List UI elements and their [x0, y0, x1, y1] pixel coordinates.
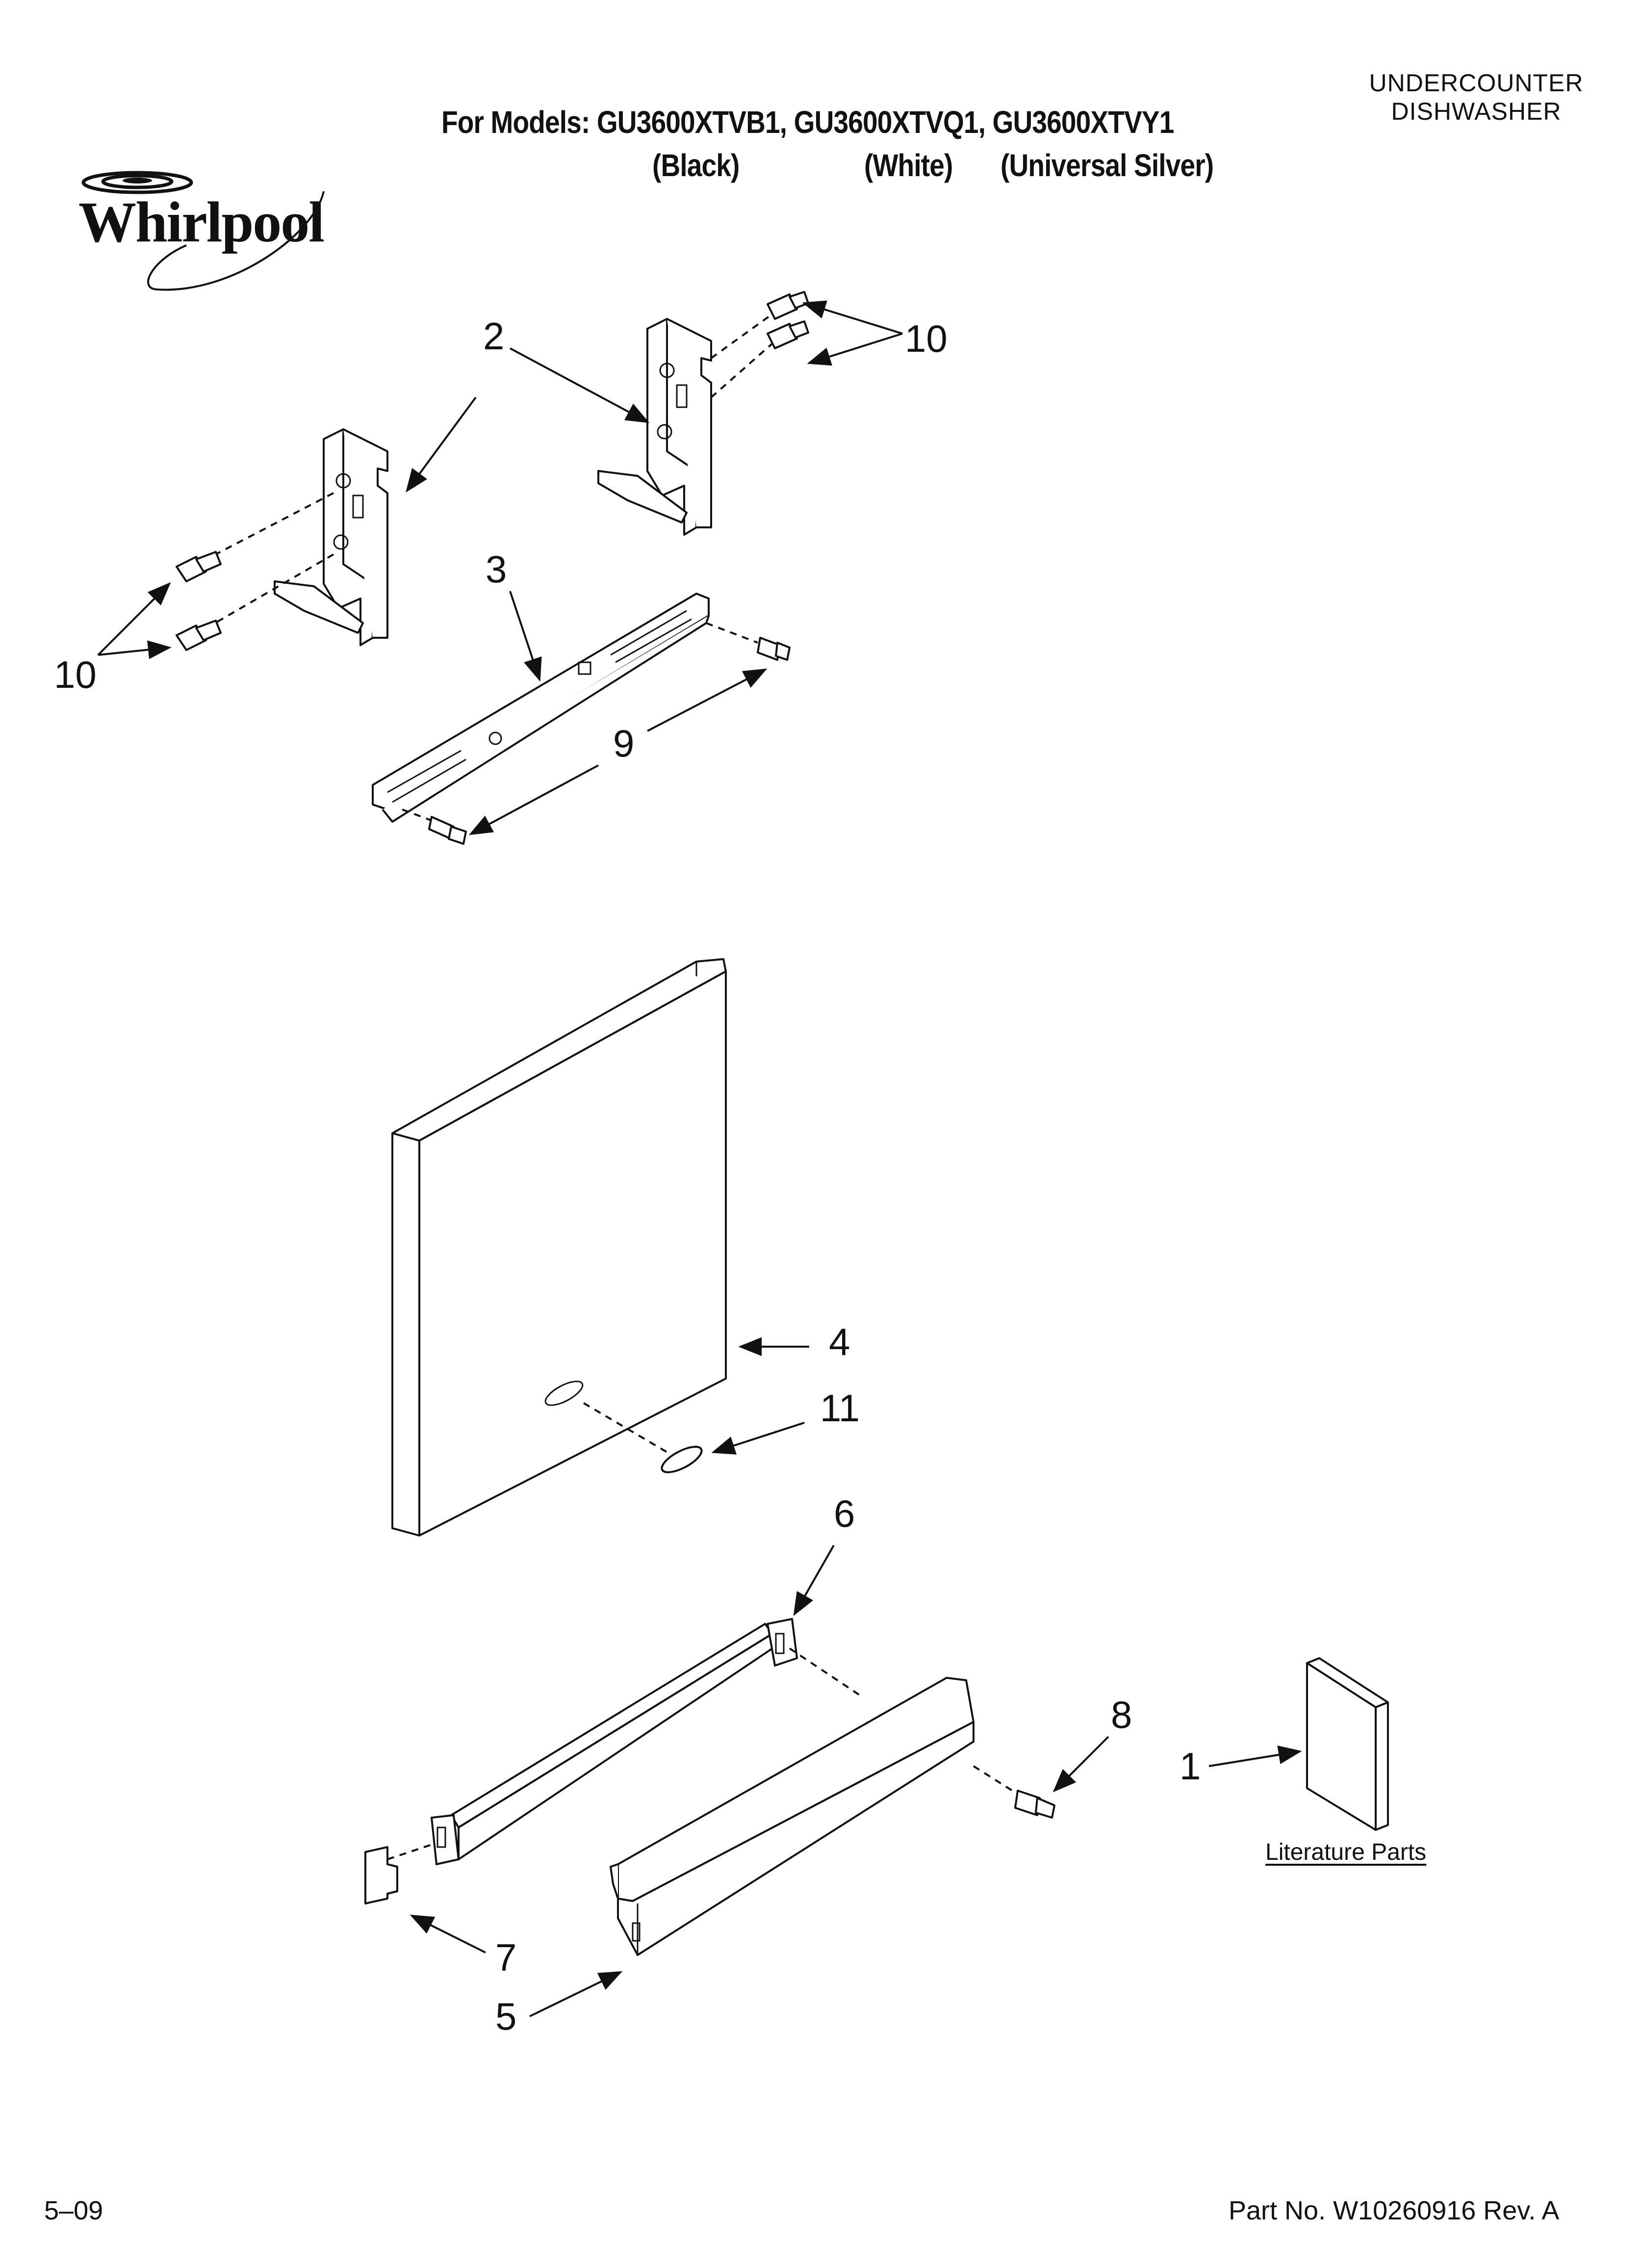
color-silver-label: (Universal Silver)	[1001, 148, 1214, 183]
literature-booklet	[1306, 1657, 1389, 1831]
callout-9: 9	[613, 722, 635, 765]
left-hinge-bracket	[274, 428, 388, 646]
callout-3: 3	[486, 547, 507, 591]
whirlpool-logo: Whirlpool	[59, 162, 353, 319]
callout-8: 8	[1111, 1693, 1132, 1736]
callout-11: 11	[820, 1386, 860, 1430]
right-hinge-bracket	[597, 318, 712, 536]
screw-10-lower-right	[710, 320, 809, 398]
toe-panel-support	[431, 1618, 798, 1865]
leader-5	[529, 1971, 623, 2017]
whirlpool-swirl-icon	[81, 171, 325, 291]
color-black-label: (Black)	[652, 148, 740, 183]
screw-10-upper-left	[176, 492, 334, 582]
callout-7: 7	[495, 1936, 517, 1979]
leader-6	[793, 1545, 835, 1616]
callout-4: 4	[829, 1320, 850, 1363]
leader-10-lower-right	[807, 333, 903, 366]
models-heading: For Models: GU3600XTVB1, GU3600XTVQ1, GU…	[441, 104, 1174, 140]
leader-8	[1052, 1736, 1109, 1793]
literature-parts-label: Literature Parts	[1265, 1839, 1427, 1865]
clip-7	[364, 1844, 432, 1904]
door-panel	[391, 958, 727, 1537]
screw-10-lower-left	[176, 553, 334, 651]
callout-5: 5	[495, 1995, 517, 2038]
logo-wordmark: Whirlpool	[78, 190, 325, 254]
screw-9-right	[706, 622, 791, 661]
leader-10-upper-left	[97, 582, 171, 656]
mounting-rail	[372, 593, 710, 823]
category-line-2: DISHWASHER	[1391, 98, 1562, 125]
leader-11	[711, 1422, 805, 1455]
callout-10-right: 10	[905, 317, 948, 360]
leader-1	[1208, 1745, 1302, 1767]
part-number: Part No. W10260916 Rev. A	[1229, 2196, 1560, 2225]
leader-lines	[97, 300, 1302, 2017]
leader-9-left	[468, 764, 599, 835]
leader-2-left	[406, 396, 477, 493]
badge-11	[583, 1402, 703, 1473]
screw-9-left	[402, 808, 467, 845]
screw-8	[973, 1765, 1055, 1819]
leader-10-upper-right	[802, 300, 903, 335]
color-white-label: (White)	[864, 148, 953, 183]
callout-2: 2	[483, 314, 505, 358]
callout-1: 1	[1180, 1745, 1201, 1788]
leader-9-right	[647, 668, 768, 732]
leader-10-lower-left	[98, 640, 172, 659]
revision-date: 5–09	[44, 2196, 103, 2225]
callout-6: 6	[834, 1492, 855, 1535]
leader-2-right	[510, 347, 650, 423]
appliance-category: UNDERCOUNTER DISHWASHER	[1344, 69, 1609, 126]
callout-10-left: 10	[54, 653, 97, 696]
leader-3	[509, 591, 542, 682]
toe-panel	[610, 1647, 975, 1956]
category-line-1: UNDERCOUNTER	[1369, 69, 1584, 97]
leader-7	[410, 1914, 486, 1954]
